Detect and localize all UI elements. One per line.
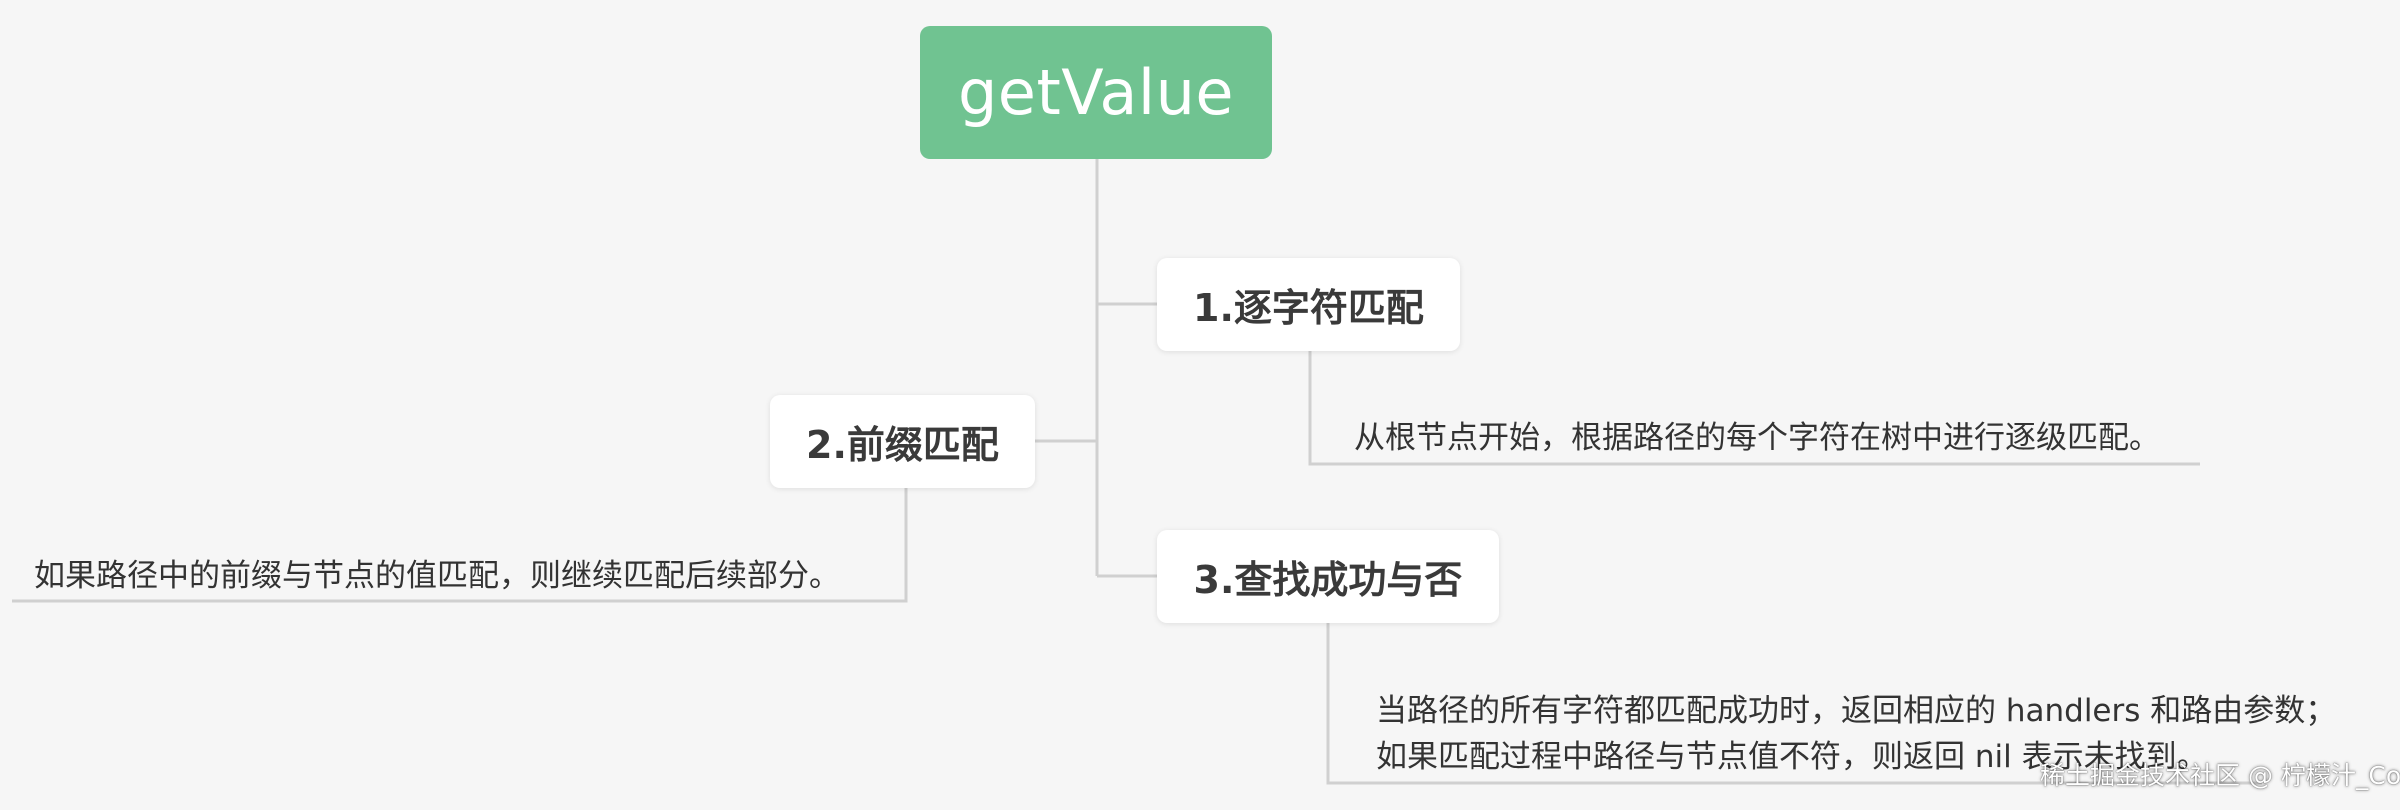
note-line: 如果路径中的前缀与节点的值匹配，则继续匹配后续部分。 xyxy=(34,558,840,594)
topic-char-by-char-match[interactable]: 1.逐字符匹配 xyxy=(1157,258,1460,351)
topic-prefix-match[interactable]: 2.前缀匹配 xyxy=(770,395,1035,488)
note-lookup-result: 当路径的所有字符都匹配成功时，返回相应的 handlers 和路由参数； 如果匹… xyxy=(1376,688,2336,780)
root-node-getvalue[interactable]: getValue xyxy=(920,26,1272,159)
note-line: 从根节点开始，根据路径的每个字符在树中进行逐级匹配。 xyxy=(1354,420,2160,456)
note-prefix-match: 如果路径中的前缀与节点的值匹配，则继续匹配后续部分。 xyxy=(34,553,840,599)
note-char-by-char-match: 从根节点开始，根据路径的每个字符在树中进行逐级匹配。 xyxy=(1354,415,2160,461)
topic-lookup-result[interactable]: 3.查找成功与否 xyxy=(1157,530,1499,623)
note-line: 当路径的所有字符都匹配成功时，返回相应的 handlers 和路由参数； xyxy=(1376,693,2337,729)
watermark: 稀土掘金技术社区 @ 柠檬汁_Code xyxy=(2040,761,2400,790)
connector-note-3 xyxy=(1326,623,2262,785)
connector-note-2 xyxy=(12,488,908,603)
connector-note-1 xyxy=(1308,351,2200,466)
note-line: 如果匹配过程中路径与节点值不符，则返回 nil 表示未找到。 xyxy=(1376,739,2208,775)
